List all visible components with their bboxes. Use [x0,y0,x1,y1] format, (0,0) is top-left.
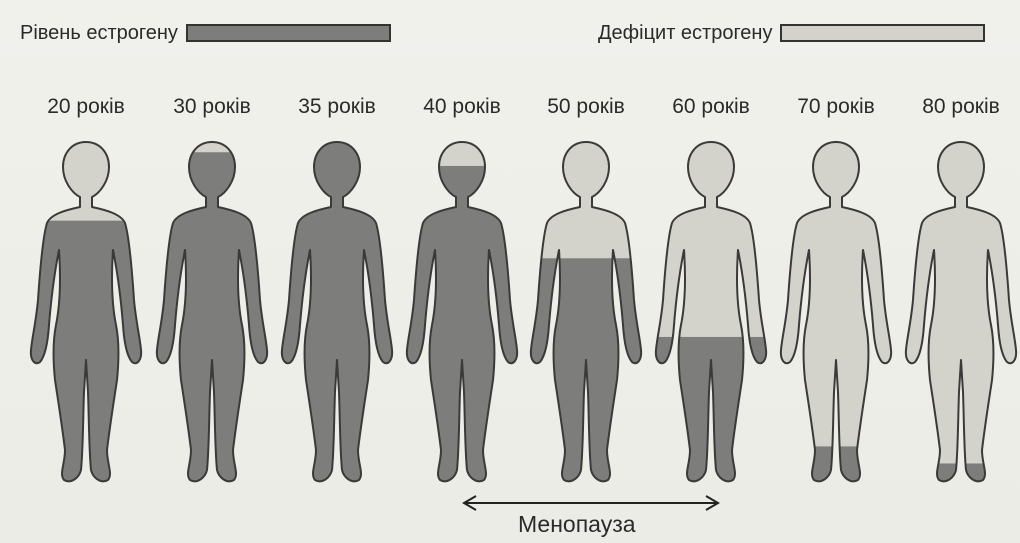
legend-estrogen-level: Рівень естрогену [20,18,391,48]
age-label-35: 35 років [274,95,400,119]
age-label-60: 60 років [648,95,774,119]
body-figure-6 [648,130,774,492]
deficit-region [898,130,1020,492]
body-figure-1 [23,130,149,492]
age-label-20: 20 років [23,95,149,119]
age-label-70: 70 років [773,95,899,119]
age-label-80: 80 років [898,95,1020,119]
body-figure-7 [773,130,899,492]
body-figure-8 [898,130,1020,492]
legend-level-swatch [186,24,391,42]
legend-estrogen-deficit: Дефіцит естрогену [598,18,985,48]
age-label-40: 40 років [399,95,525,119]
deficit-region [648,130,774,492]
legend-deficit-swatch [780,24,985,42]
body-figure-3 [274,130,400,492]
estrogen-level-region [399,166,525,492]
estrogen-level-region [274,142,400,492]
body-figure-5 [523,130,649,492]
estrogen-level-region [773,446,899,492]
estrogen-level-region [898,463,1020,492]
legend-level-label: Рівень естрогену [20,22,178,45]
menopause-label: Менопауза [518,511,658,538]
age-label-30: 30 років [149,95,275,119]
deficit-region [773,130,899,492]
body-figure-2 [149,130,275,492]
legend-deficit-label: Дефіцит естрогену [598,22,772,45]
body-figure-4 [399,130,525,492]
age-label-50: 50 років [523,95,649,119]
estrogen-level-region [149,152,275,492]
